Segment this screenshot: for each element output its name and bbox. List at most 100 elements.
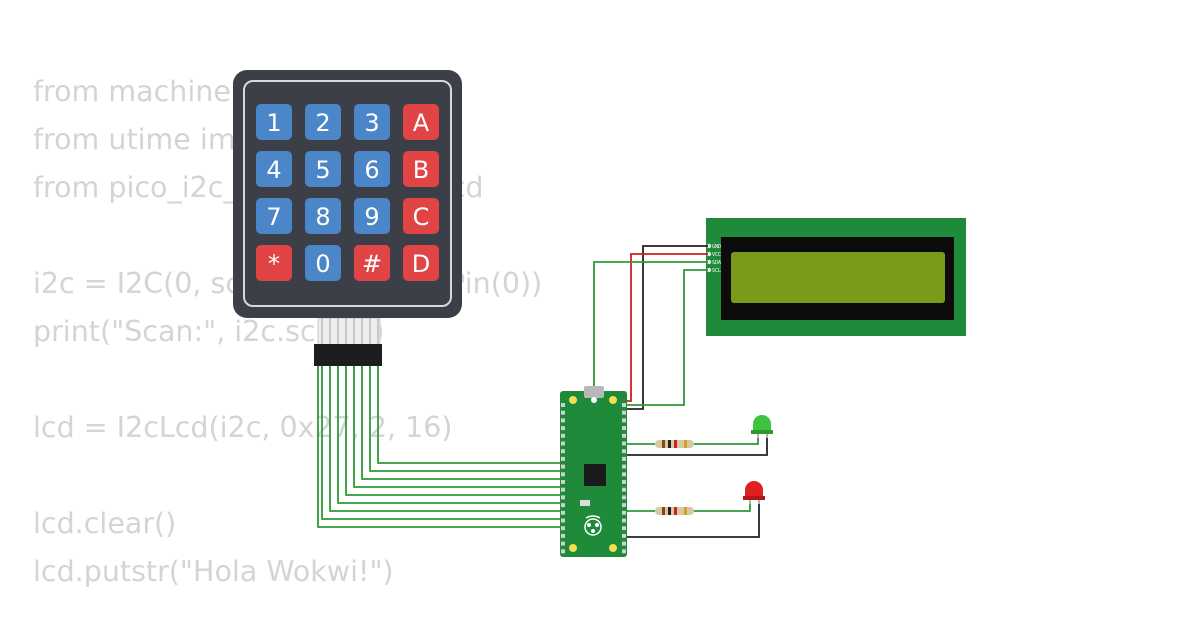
keypad-key[interactable]: 0	[305, 245, 341, 281]
pico-pin[interactable]	[622, 480, 626, 484]
keypad-key[interactable]: C	[403, 198, 439, 234]
pico-pin[interactable]	[622, 510, 626, 515]
pico-pin[interactable]	[561, 449, 565, 454]
keypad-key-label: #	[362, 250, 382, 278]
raspberry-pi-logo	[584, 515, 602, 536]
keypad-key-label: 6	[364, 156, 379, 184]
pico-pin[interactable]	[622, 464, 626, 469]
lcd-pin[interactable]	[706, 251, 712, 257]
pico-pin[interactable]	[561, 510, 565, 515]
pico-pin[interactable]	[561, 549, 565, 554]
pico-pin[interactable]	[622, 487, 626, 492]
keypad-key-label: 2	[315, 109, 330, 137]
red-led	[743, 481, 765, 504]
pico-pin[interactable]	[622, 449, 626, 454]
lcd-pin-label: VCC	[712, 252, 721, 258]
lcd-pin[interactable]	[706, 259, 712, 265]
keypad-ribbon	[317, 317, 381, 347]
lcd-scl-wire	[626, 269, 708, 406]
lcd-sda-wire	[593, 261, 708, 412]
pico-pin[interactable]	[622, 456, 626, 461]
keypad-key[interactable]: 4	[256, 151, 292, 187]
pico-pin[interactable]	[561, 426, 565, 431]
keypad-key[interactable]: 3	[354, 104, 390, 140]
pico-pin[interactable]	[561, 541, 565, 546]
keypad-key[interactable]: A	[403, 104, 439, 140]
keypad-key-label: D	[412, 250, 430, 278]
keypad-key[interactable]: 5	[305, 151, 341, 187]
keypad-key-label: 5	[315, 156, 330, 184]
pico-pin[interactable]	[561, 418, 565, 423]
keypad-key-label: C	[413, 203, 430, 231]
pico-pin[interactable]	[622, 495, 626, 500]
lcd-pin-label: SCL	[712, 268, 721, 274]
pico-pin[interactable]	[561, 503, 565, 508]
keypad-wire	[345, 366, 566, 496]
pico-pin[interactable]	[561, 464, 565, 469]
keypad-key-label: B	[413, 156, 429, 184]
pico-pin[interactable]	[622, 410, 626, 415]
resistor	[655, 440, 694, 448]
keypad-key[interactable]: 1	[256, 104, 292, 140]
keypad-wire	[353, 366, 566, 488]
keypad-key[interactable]: 8	[305, 198, 341, 234]
pico-pin[interactable]	[622, 503, 626, 508]
led1-wire	[694, 438, 759, 445]
pico-pin[interactable]	[561, 526, 565, 531]
keypad-key-label: A	[413, 109, 430, 137]
pico-pin[interactable]	[622, 472, 626, 477]
keypad-key[interactable]: #	[354, 245, 390, 281]
pico-pin[interactable]	[561, 456, 565, 461]
led2-wire	[694, 504, 751, 512]
keypad-key[interactable]: 9	[354, 198, 390, 234]
lcd-vcc-wire	[621, 253, 708, 402]
keypad-wire	[369, 366, 566, 472]
keypad-key[interactable]: 6	[354, 151, 390, 187]
pico-pin[interactable]	[622, 403, 626, 407]
pico-pin[interactable]	[622, 433, 626, 438]
lcd-gnd-wire	[621, 245, 708, 410]
keypad-wire	[361, 366, 566, 480]
keypad-key[interactable]: 2	[305, 104, 341, 140]
keypad-key-label: 1	[266, 109, 281, 137]
code-line: lcd.putstr("Hola Wokwi!")	[33, 555, 394, 588]
keypad-wire	[317, 366, 566, 528]
pico-pin[interactable]	[561, 480, 565, 484]
pico-pin[interactable]	[561, 433, 565, 438]
keypad-key-label: 0	[315, 250, 330, 278]
keypad-key[interactable]: 7	[256, 198, 292, 234]
pico-pin[interactable]	[561, 495, 565, 500]
pico-pin[interactable]	[622, 518, 626, 523]
green-led	[751, 415, 773, 438]
led2-gnd-wire	[621, 504, 760, 538]
lcd-pin[interactable]	[706, 267, 712, 273]
pico-board	[560, 386, 627, 557]
lcd-pin-label: GND	[712, 244, 721, 250]
pico-pin[interactable]	[622, 549, 626, 554]
pico-pin[interactable]	[561, 518, 565, 523]
keypad-key[interactable]: *	[256, 245, 292, 281]
pico-pin[interactable]	[561, 403, 565, 407]
pico-pin[interactable]	[561, 533, 565, 538]
pico-pin[interactable]	[622, 533, 626, 538]
pico-pin[interactable]	[622, 541, 626, 546]
code-line: lcd = I2cLcd(i2c, 0x27, 2, 16)	[33, 411, 453, 444]
pico-pin[interactable]	[561, 441, 565, 446]
keypad-key[interactable]: B	[403, 151, 439, 187]
keypad-key-label: 7	[266, 203, 281, 231]
pico-pin[interactable]	[561, 410, 565, 415]
keypad-key[interactable]: D	[403, 245, 439, 281]
pico-pin[interactable]	[561, 472, 565, 477]
pico-pin[interactable]	[622, 426, 626, 431]
keypad-key-label: 4	[266, 156, 281, 184]
pico-pin[interactable]	[622, 441, 626, 446]
keypad-key-label: *	[268, 250, 280, 278]
lcd-pin[interactable]	[706, 243, 712, 249]
pico-pin[interactable]	[622, 526, 626, 531]
pico-pin[interactable]	[622, 418, 626, 423]
keypad-key-label: 9	[364, 203, 379, 231]
pico-pin[interactable]	[561, 487, 565, 492]
